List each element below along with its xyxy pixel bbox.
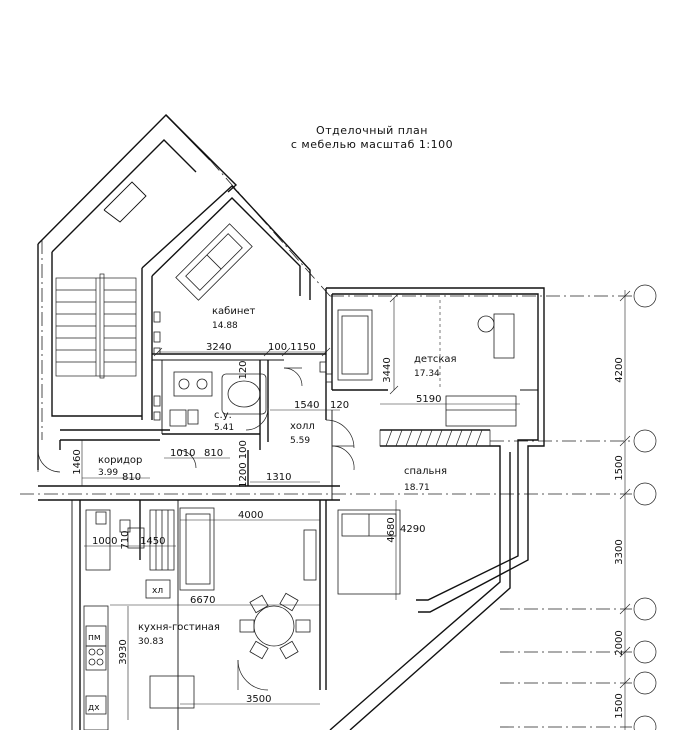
axis-circle [633, 429, 657, 453]
room-corridor-name: коридор [98, 455, 142, 466]
room-corridor-area: 3.99 [98, 468, 118, 478]
axis-circle [633, 597, 657, 621]
room-hall-area: 5.59 [290, 436, 310, 446]
kids-furniture [337, 300, 517, 427]
plan-title-line1: Отделочный план [316, 124, 428, 137]
axis-circle [633, 284, 657, 308]
appliance-other-label: дх [88, 703, 100, 713]
axis-dim-1: 4200 [614, 357, 625, 382]
room-bedroom-name: спальня [404, 466, 447, 477]
room-study-name: кабинет [212, 306, 256, 317]
dim-100-1150: 100 1150 [268, 342, 316, 353]
room-bath-area: 5.41 [214, 423, 234, 433]
axis-circle [633, 482, 657, 506]
dim-1000: 1000 [92, 536, 117, 547]
dim-1540: 1540 [294, 400, 319, 411]
plan-title-line2: с мебелью масштаб 1:100 [291, 138, 453, 151]
dim-810-a: 810 [204, 448, 223, 459]
staircase [55, 273, 137, 379]
study-shelves [153, 311, 333, 421]
axis-markers [619, 284, 657, 730]
dim-1460: 1460 [72, 449, 83, 474]
kitchen-living-furniture [149, 507, 317, 709]
axis-dim-3: 3300 [614, 539, 625, 564]
bathroom-fixtures [169, 371, 267, 427]
dim-3930: 3930 [118, 639, 129, 664]
dim-6670: 6670 [190, 595, 215, 606]
fridge-label: хл [152, 586, 163, 596]
dim-5190: 5190 [416, 394, 441, 405]
axis-circle [633, 640, 657, 664]
room-study-area: 14.88 [212, 321, 238, 331]
axis-dim-4: 2000 [614, 630, 625, 655]
dim-4000: 4000 [238, 510, 263, 521]
room-kitchen-area: 30.83 [138, 637, 164, 647]
doors [37, 367, 355, 691]
wardrobe [379, 429, 491, 447]
dim-4290: 4290 [400, 524, 425, 535]
dishwasher-label: пм [88, 633, 101, 643]
dim-1010: 1010 [170, 448, 195, 459]
room-hall-name: холл [290, 421, 315, 432]
dimension-lines [81, 293, 520, 720]
dim-4680: 4680 [386, 517, 397, 542]
axis-dim-2: 1500 [614, 455, 625, 480]
study-sofa [175, 223, 253, 301]
kitchen-counter [83, 509, 175, 730]
dim-710: 710 [120, 530, 131, 549]
dim-3440: 3440 [382, 357, 393, 382]
room-bath-name: с.у. [214, 410, 232, 421]
dim-120-b: 120 [330, 400, 349, 411]
room-kids-area: 17.34 [414, 369, 440, 379]
interior-walls [37, 353, 340, 730]
room-kitchen-name: кухня-гостиная [138, 622, 220, 633]
dim-3500: 3500 [246, 694, 271, 705]
room-kids-name: детская [414, 354, 457, 365]
dim-1450: 1450 [140, 536, 165, 547]
dim-1310: 1310 [266, 472, 291, 483]
dim-810-b: 810 [122, 472, 141, 483]
axis-circle [633, 715, 657, 730]
room-bedroom-area: 18.71 [404, 483, 430, 493]
fridge-box [145, 579, 171, 599]
axis-circle [633, 671, 657, 695]
stair-wing-walls [37, 114, 311, 440]
dim-120-a: 120 [238, 360, 249, 379]
dim-3240: 3240 [206, 342, 231, 353]
dim-1200-100: 1200 100 [238, 440, 249, 488]
axis-dim-5: 1500 [614, 693, 625, 718]
